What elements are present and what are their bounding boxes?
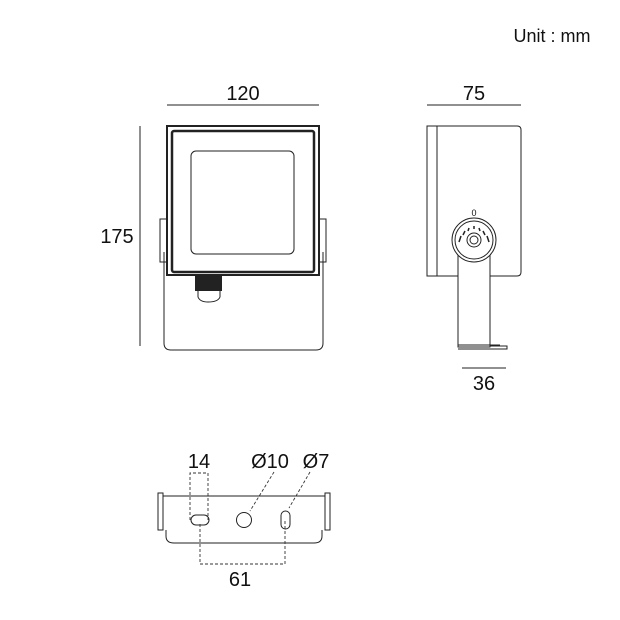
tilt-scale-ticks (458, 226, 490, 243)
side-bracket-foot (458, 344, 508, 350)
large-hole-leader (249, 471, 275, 512)
width-dimension-label: 120 (226, 83, 259, 105)
bracket-view: 14 Ø10 Ø7 61 (157, 451, 331, 591)
mounting-slot (190, 514, 210, 526)
small-slot-hole (280, 510, 291, 530)
tilt-knob (451, 217, 497, 263)
side-bracket-arm (457, 254, 491, 348)
tilt-pivot-center (469, 235, 479, 245)
cable-gland-nut (197, 291, 221, 303)
slot-width-label: 14 (188, 451, 210, 473)
hole-spacing-guide (199, 520, 286, 565)
large-hole-label: Ø10 (251, 451, 289, 473)
cable-gland (195, 275, 222, 291)
tilt-scale-ring (454, 220, 494, 260)
large-hole (236, 512, 252, 528)
small-hole-label: Ø7 (303, 451, 330, 473)
hole-spacing-label: 61 (229, 569, 251, 591)
bracket-plate (163, 495, 325, 544)
front-view: 120 175 (100, 83, 327, 351)
tilt-zero-label: 0 (471, 208, 476, 218)
height-dimension-label: 175 (100, 226, 133, 248)
bracket-right-flange (324, 492, 331, 531)
lens (190, 150, 295, 255)
side-housing (426, 125, 522, 277)
small-hole-leader (288, 471, 311, 509)
tilt-pivot (466, 232, 482, 248)
housing-frame (166, 125, 320, 276)
unit-label: Unit : mm (513, 26, 590, 46)
side-view: 75 0 36 (426, 83, 522, 395)
mounting-bracket (163, 252, 324, 351)
housing-inner-frame (170, 129, 316, 274)
slot-width-guide (189, 472, 209, 520)
bracket-dimension-label: 36 (473, 373, 495, 395)
depth-dimension-label: 75 (463, 83, 485, 105)
bracket-left-flange (157, 492, 164, 531)
